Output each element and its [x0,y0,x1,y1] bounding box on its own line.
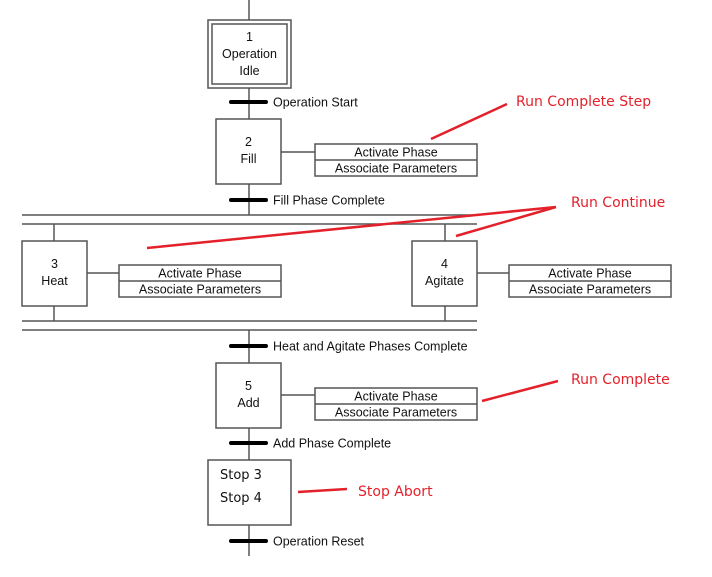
step-5-box [215,362,282,429]
transition-label: Heat and Agitate Phases Complete [273,340,468,354]
annotation-pointer-heat [146,205,557,250]
step-3-heat[interactable]: 3 Heat [21,240,88,307]
transition-label: Operation Reset [273,535,365,549]
action-block-5[interactable]: Activate Phase Associate Parameters [314,387,478,421]
annotation-stop-abort: Stop Abort [297,484,433,500]
transition-heat-agitate-complete[interactable]: Heat and Agitate Phases Complete [229,340,468,354]
annotation-pointer [430,102,508,141]
action-activate-phase: Activate Phase [354,146,437,160]
step-4-name: Agitate [425,274,464,288]
step-1-name-line1: Operation [222,47,277,61]
annotation-label: Stop Abort [358,484,433,500]
annotation-pointer-agitate [455,205,557,238]
step-3-box [21,240,88,307]
action-activate-phase: Activate Phase [354,390,437,404]
action-block-3[interactable]: Activate Phase Associate Parameters [118,264,282,298]
step-5-number: 5 [245,379,252,393]
action-block-4[interactable]: Activate Phase Associate Parameters [508,264,672,298]
transition-label: Add Phase Complete [273,437,391,451]
step-1-inner-box [211,23,288,85]
step-4-number: 4 [441,257,448,271]
transition-label: Operation Start [273,96,358,110]
annotation-label: Run Complete Step [516,94,651,110]
action-associate-parameters: Associate Parameters [335,162,457,176]
action-associate-parameters: Associate Parameters [529,283,651,297]
action-activate-phase: Activate Phase [548,267,631,281]
transition-operation-reset[interactable]: Operation Reset [229,535,365,549]
stop-box [207,459,292,526]
annotation-label: Run Continue [571,195,665,211]
step-3-name: Heat [41,274,68,288]
annotation-pointer [297,487,348,494]
step-2-number: 2 [245,135,252,149]
step-5-add[interactable]: 5 Add [215,362,282,429]
annotation-pointer [481,379,559,403]
transition-label: Fill Phase Complete [273,194,385,208]
step-2-box [215,118,282,185]
step-stop[interactable]: Stop 3 Stop 4 [207,459,292,526]
action-block-2[interactable]: Activate Phase Associate Parameters [314,143,478,177]
step-1-number: 1 [246,30,253,44]
annotation-label: Run Complete [571,372,670,388]
step-1[interactable]: 1 Operation Idle [207,19,292,89]
transition-add-phase-complete[interactable]: Add Phase Complete [229,437,391,451]
annotation-run-complete: Run Complete [481,372,670,403]
step-1-name-line2: Idle [239,64,259,78]
annotation-run-continue: Run Continue [146,195,665,250]
action-activate-phase: Activate Phase [158,267,241,281]
transition-fill-phase-complete[interactable]: Fill Phase Complete [229,194,385,208]
step-5-name: Add [237,396,259,410]
stop-line-1: Stop 3 [220,468,262,483]
action-associate-parameters: Associate Parameters [139,283,261,297]
step-4-agitate[interactable]: 4 Agitate [411,240,478,307]
annotation-run-complete-step: Run Complete Step [430,94,651,141]
step-3-number: 3 [51,257,58,271]
transition-operation-start[interactable]: Operation Start [229,96,358,110]
stop-line-2: Stop 4 [220,491,262,506]
action-associate-parameters: Associate Parameters [335,406,457,420]
step-2-name: Fill [241,152,257,166]
step-2-fill[interactable]: 2 Fill [215,118,282,185]
